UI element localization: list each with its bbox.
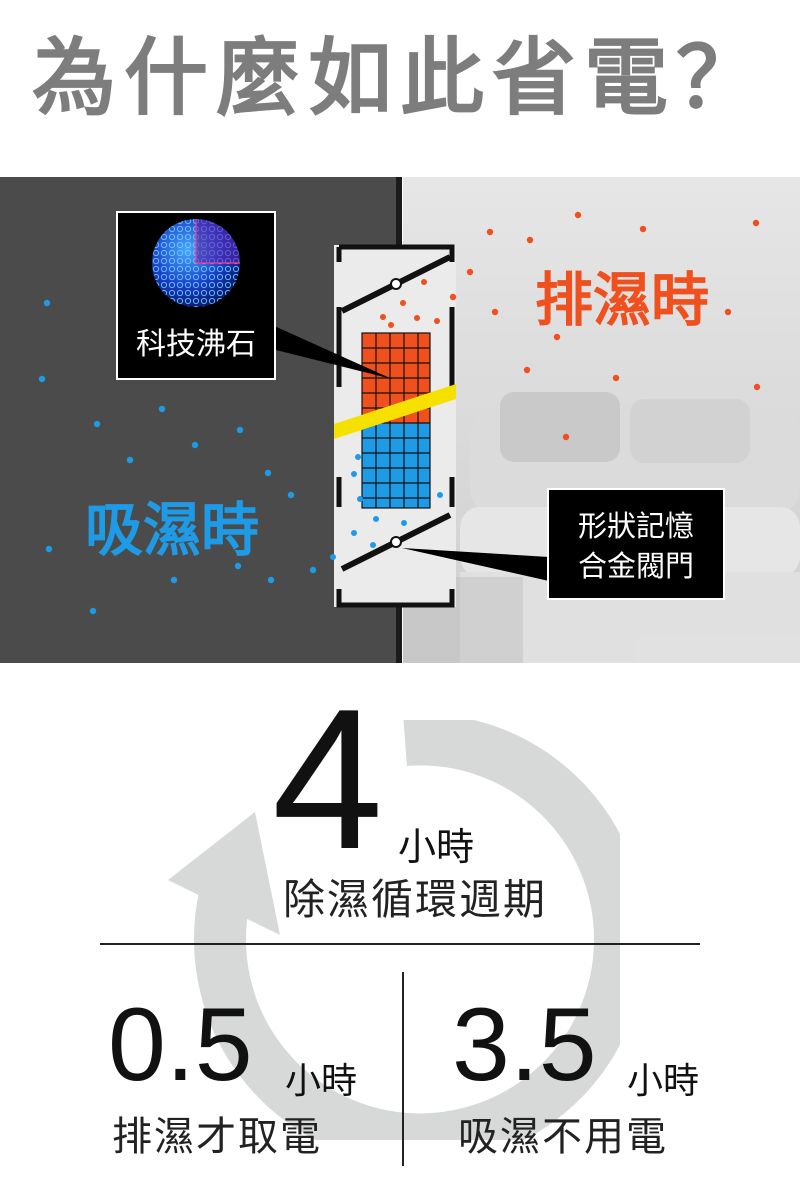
absorb-caption: 吸濕不用電 [458,1114,668,1160]
absorb-hours-value: 3.5 [452,987,597,1103]
absorb-label: 吸濕時 [85,496,260,564]
zeolite-callout [116,211,392,380]
valve-label-line2: 合金閥門 [577,549,694,583]
release-label: 排濕時 [535,266,710,334]
cycle-label: 除濕循環週期 [283,875,548,924]
cycle-hours-unit: 小時 [398,825,475,869]
release-moisture-dots [380,211,761,441]
absorb-hours-unit: 小時 [627,1061,700,1102]
yellow-band [334,384,456,439]
release-hours-unit: 小時 [285,1061,358,1102]
page-title: 為什麼如此省電？ [31,29,768,127]
zeolite-label: 科技沸石 [136,327,256,362]
zeolite-sphere-icon [152,219,240,307]
release-hours-value: 0.5 [108,987,253,1103]
cycle-arrow-icon [168,720,620,1140]
zeolite-grid [334,332,456,509]
valve-callout [402,488,725,600]
cycle-hours-value: 4 [272,668,384,891]
horizontal-divider [100,943,700,945]
dehumidifier-scene [0,177,800,663]
valve-label-line1: 形狀記憶 [577,509,694,543]
release-caption: 排濕才取電 [112,1114,322,1160]
vertical-divider [402,972,404,1166]
absorb-moisture-dots [38,299,443,615]
